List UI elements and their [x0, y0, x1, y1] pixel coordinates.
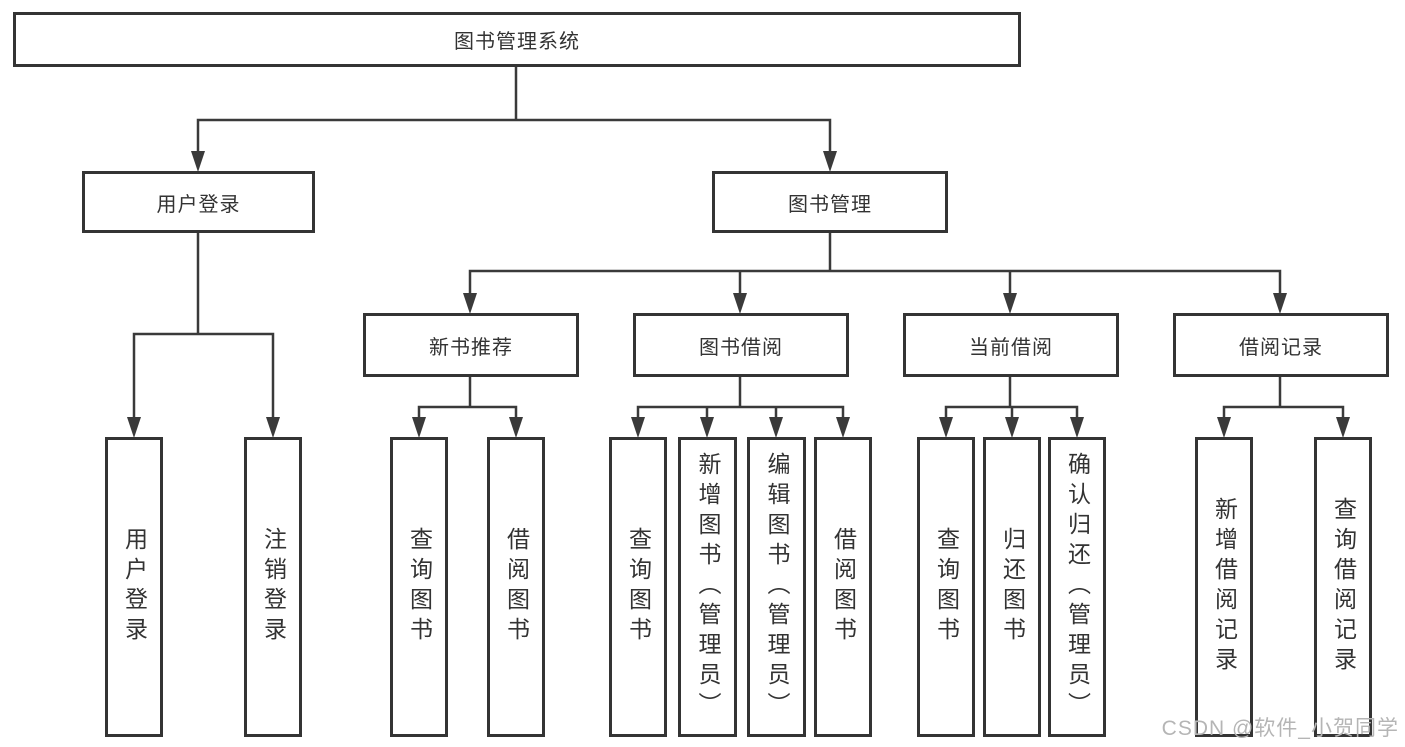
- leaf-rec-borrow-label: 借阅图书: [503, 527, 530, 647]
- tree-edges: [132, 65, 1345, 420]
- leaf-logout-label: 注销登录: [260, 527, 287, 647]
- leaf-bb-query-label: 查询图书: [625, 527, 652, 647]
- leaf-bb-add: 新增图书（管理员）: [678, 437, 737, 737]
- leaf-cb-query-label: 查询图书: [933, 527, 960, 647]
- leaf-br-add: 新增借阅记录: [1195, 437, 1253, 737]
- leaf-br-query-label: 查询借阅记录: [1330, 497, 1357, 677]
- leaf-cb-query: 查询图书: [917, 437, 975, 737]
- node-borrow-record-label: 借阅记录: [1239, 336, 1323, 359]
- node-user-login: 用户登录: [82, 171, 315, 233]
- leaf-rec-query-label: 查询图书: [406, 527, 433, 647]
- node-current-borrow: 当前借阅: [903, 313, 1119, 377]
- node-current-borrow-label: 当前借阅: [969, 336, 1053, 359]
- leaf-bb-borrow: 借阅图书: [814, 437, 872, 737]
- leaf-br-add-label: 新增借阅记录: [1211, 497, 1238, 677]
- leaf-cb-confirm-label: 确认归还（管理员）: [1064, 452, 1091, 722]
- leaf-bb-query: 查询图书: [609, 437, 667, 737]
- leaf-cb-confirm: 确认归还（管理员）: [1048, 437, 1106, 737]
- node-borrow-record: 借阅记录: [1173, 313, 1389, 377]
- leaf-br-query: 查询借阅记录: [1314, 437, 1372, 737]
- leaf-bb-edit-label: 编辑图书（管理员）: [764, 452, 790, 722]
- leaf-cb-return-label: 归还图书: [999, 527, 1026, 647]
- node-new-book-rec-label: 新书推荐: [429, 336, 513, 359]
- node-book-borrow: 图书借阅: [633, 313, 849, 377]
- leaf-rec-borrow: 借阅图书: [487, 437, 545, 737]
- leaf-bb-borrow-label: 借阅图书: [830, 527, 857, 647]
- leaf-rec-query: 查询图书: [390, 437, 448, 737]
- node-user-login-label: 用户登录: [156, 193, 241, 216]
- leaf-cb-return: 归还图书: [983, 437, 1041, 737]
- node-root: 图书管理系统: [13, 12, 1021, 67]
- node-new-book-rec: 新书推荐: [363, 313, 579, 377]
- leaf-bb-edit: 编辑图书（管理员）: [747, 437, 806, 737]
- csdn-watermark: CSDN @软件_小贺同学: [1161, 717, 1399, 740]
- arrowheads: [127, 151, 1350, 438]
- leaf-user-login: 用户登录: [105, 437, 163, 737]
- leaf-user-login-label: 用户登录: [121, 527, 148, 647]
- node-book-mgmt-label: 图书管理: [788, 193, 872, 216]
- node-book-mgmt: 图书管理: [712, 171, 948, 233]
- node-root-label: 图书管理系统: [454, 31, 580, 53]
- leaf-bb-add-label: 新增图书（管理员）: [695, 452, 721, 722]
- node-book-borrow-label: 图书借阅: [699, 336, 783, 359]
- leaf-logout: 注销登录: [244, 437, 302, 737]
